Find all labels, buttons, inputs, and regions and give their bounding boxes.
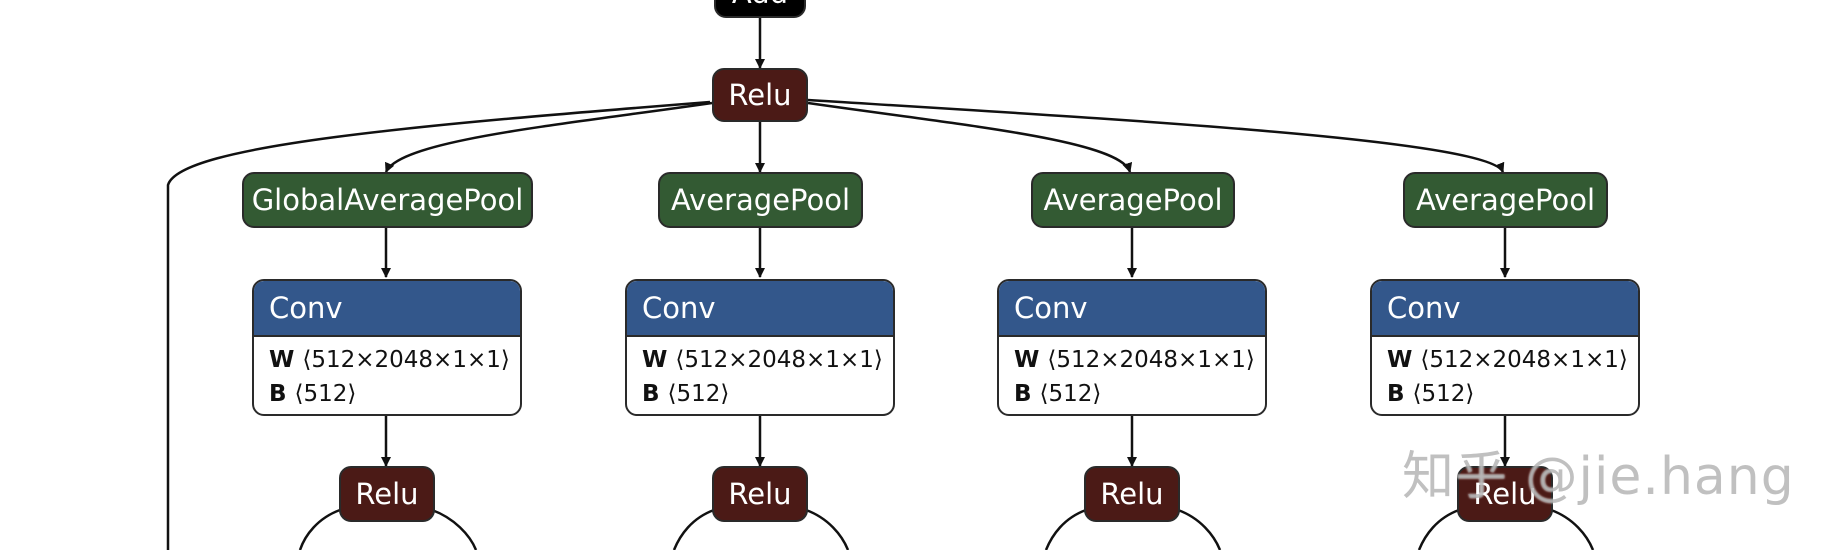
weight-label: W [269, 347, 295, 373]
weight-shape: ⟨512×2048×1×1⟩ [1047, 347, 1255, 373]
average-pool-node-3[interactable]: AveragePool [1403, 172, 1608, 228]
weight-shape: ⟨512×2048×1×1⟩ [1420, 347, 1628, 373]
relu-node-4[interactable]: Relu [1457, 466, 1553, 522]
conv-node-1[interactable]: Conv W ⟨512×2048×1×1⟩ B ⟨512⟩ [252, 279, 522, 416]
add-node[interactable]: Add [714, 0, 806, 18]
edge-out-3 [1044, 508, 1222, 550]
relu-node-1[interactable]: Relu [339, 466, 435, 522]
conv-title: Conv [1372, 281, 1638, 337]
weight-label: W [1387, 347, 1413, 373]
edge-relu-pool-4 [807, 98, 1505, 173]
edge-out-2 [672, 508, 850, 550]
conv-node-2[interactable]: Conv W ⟨512×2048×1×1⟩ B ⟨512⟩ [625, 279, 895, 416]
conv-node-3[interactable]: Conv W ⟨512×2048×1×1⟩ B ⟨512⟩ [997, 279, 1267, 416]
weight-shape: ⟨512×2048×1×1⟩ [675, 347, 883, 373]
edge-relu-pool-1 [384, 101, 713, 173]
bias-label: B [269, 381, 287, 407]
average-pool-node-1[interactable]: AveragePool [658, 172, 863, 228]
relu-node-2[interactable]: Relu [712, 466, 808, 522]
bias-shape: ⟨512⟩ [667, 381, 730, 407]
edge-relu-pool-3 [807, 101, 1133, 173]
relu-node-top[interactable]: Relu [712, 68, 808, 122]
conv-title: Conv [627, 281, 893, 337]
edge-relu-skip [166, 100, 711, 550]
relu-node-3[interactable]: Relu [1084, 466, 1180, 522]
bias-shape: ⟨512⟩ [1412, 381, 1475, 407]
bias-label: B [1014, 381, 1032, 407]
average-pool-node-2[interactable]: AveragePool [1031, 172, 1235, 228]
conv-title: Conv [999, 281, 1265, 337]
watermark-text: 知乎 @jie.hang [1402, 447, 1795, 507]
bias-label: B [1387, 381, 1405, 407]
edge-out-1 [298, 508, 478, 550]
edge-out-4 [1417, 508, 1595, 550]
weight-shape: ⟨512×2048×1×1⟩ [302, 347, 510, 373]
weight-label: W [1014, 347, 1040, 373]
bias-shape: ⟨512⟩ [294, 381, 357, 407]
bias-shape: ⟨512⟩ [1039, 381, 1102, 407]
conv-title: Conv [254, 281, 520, 337]
conv-attributes: W ⟨512×2048×1×1⟩ B ⟨512⟩ [1372, 337, 1638, 411]
conv-attributes: W ⟨512×2048×1×1⟩ B ⟨512⟩ [627, 337, 893, 411]
conv-attributes: W ⟨512×2048×1×1⟩ B ⟨512⟩ [254, 337, 520, 411]
conv-attributes: W ⟨512×2048×1×1⟩ B ⟨512⟩ [999, 337, 1265, 411]
global-average-pool-node[interactable]: GlobalAveragePool [242, 172, 533, 228]
weight-label: W [642, 347, 668, 373]
conv-node-4[interactable]: Conv W ⟨512×2048×1×1⟩ B ⟨512⟩ [1370, 279, 1640, 416]
bias-label: B [642, 381, 660, 407]
